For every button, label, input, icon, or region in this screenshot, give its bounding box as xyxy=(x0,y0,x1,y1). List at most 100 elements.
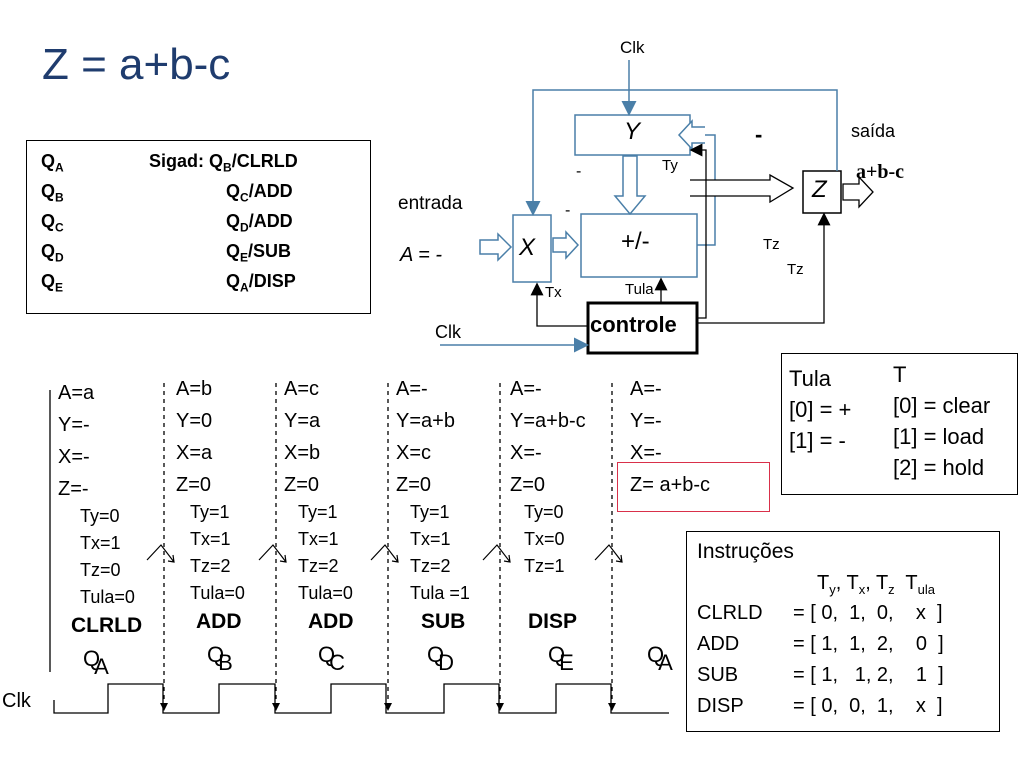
state-op: /ADD xyxy=(248,181,293,201)
state-table-row: QC xyxy=(41,211,64,235)
register-value: X=- xyxy=(510,442,542,464)
t-title: T xyxy=(893,362,907,387)
control-value: Ty=0 xyxy=(524,502,564,522)
control-value: Tz=2 xyxy=(298,556,339,576)
state-table-row: QA xyxy=(41,151,64,175)
instructions-table: Instruções Ty, Tx, Tz Tula CLRLD= [ 0, 1… xyxy=(686,531,1000,732)
state-name: Q xyxy=(41,211,56,231)
next-state-sub: E xyxy=(240,250,249,265)
separator-arrowhead xyxy=(496,703,504,711)
instruction-name: DISP xyxy=(697,695,744,717)
state-sub: B xyxy=(55,190,64,205)
controle-label: controle xyxy=(590,312,677,337)
t-row-2: [2] = hold xyxy=(893,455,985,480)
next-state: Q xyxy=(226,271,241,291)
state-marker-q: Q xyxy=(548,642,566,667)
control-value: Ty=0 xyxy=(80,506,120,526)
state-marker: QC xyxy=(318,642,351,675)
next-state: Q xyxy=(209,151,224,171)
state-transition: QA/DISP xyxy=(226,271,296,295)
state-marker: QA xyxy=(83,646,115,679)
instruction-value: = [ 1, 1, 2, 1 ] xyxy=(793,664,944,686)
t-row-1: [1] = load xyxy=(893,424,985,449)
control-value: Tx=1 xyxy=(80,533,121,553)
tula-row-1: [1] = - xyxy=(789,428,846,453)
instructions-header: Ty, Tx, Tz Tula xyxy=(817,572,935,597)
clk-ctrl-label: Clk xyxy=(435,322,461,342)
signal-prefix: Sigad: xyxy=(149,151,210,171)
state-transition: Sigad: QB/CLRLD xyxy=(149,151,298,175)
register-value: A=a xyxy=(58,382,95,404)
state-name: Q xyxy=(41,241,56,261)
tz1-label: Tz xyxy=(763,236,780,253)
state-transition: QE/SUB xyxy=(226,241,291,265)
next-state-sub: A xyxy=(240,280,249,295)
state-marker-q: Q xyxy=(207,642,225,667)
state-marker-q: Q xyxy=(427,642,445,667)
alu-box xyxy=(580,213,698,278)
timeline-clk-label: Clk xyxy=(2,690,31,712)
separator-arrowhead xyxy=(272,703,280,711)
control-value: Tz=0 xyxy=(80,560,121,580)
reg-z-label: Z xyxy=(812,176,827,203)
reg-z-box xyxy=(802,170,842,214)
control-value: Ty=1 xyxy=(190,502,230,522)
instruction-label: ADD xyxy=(196,610,242,633)
register-value: Y=0 xyxy=(176,410,213,432)
tz2-label: Tz xyxy=(787,261,804,278)
control-value: Ty=1 xyxy=(410,502,450,522)
clock-edge-arrow xyxy=(146,544,175,563)
instruction-value: = [ 0, 0, 1, x ] xyxy=(793,695,943,717)
control-value: Tx=1 xyxy=(298,529,339,549)
control-value: Tz=2 xyxy=(410,556,451,576)
next-state: Q xyxy=(226,211,241,231)
instruction-name: ADD xyxy=(697,633,740,655)
next-state: Q xyxy=(226,181,241,201)
state-op: /DISP xyxy=(248,271,296,291)
state-marker: QE xyxy=(548,642,580,675)
alu-label: +/- xyxy=(621,228,650,255)
clock-edge-arrow xyxy=(258,544,287,563)
tula-title: Tula xyxy=(789,366,831,391)
register-value: Z=0 xyxy=(176,474,212,496)
separator-arrowhead xyxy=(160,703,168,711)
register-value: A=- xyxy=(396,378,428,400)
instruction-name: SUB xyxy=(697,664,739,686)
reg-x-label: X xyxy=(519,234,536,261)
state-marker: QA xyxy=(647,642,679,675)
register-value: X=- xyxy=(630,442,662,464)
reg-y-label: Y xyxy=(624,118,641,145)
ty-label: Ty xyxy=(662,157,678,174)
y-dash-label: - xyxy=(576,163,582,180)
state-table-row: QE xyxy=(41,271,63,295)
tx-label: Tx xyxy=(545,284,562,301)
separator-arrowhead xyxy=(384,703,392,711)
state-table-row: QB xyxy=(41,181,64,205)
register-value: Y=- xyxy=(58,414,90,436)
instruction-value: = [ 1, 1, 2, 0 ] xyxy=(793,633,944,655)
register-value: Y=a+b-c xyxy=(510,410,586,432)
entrada-label: entrada xyxy=(398,193,463,214)
control-value: Tx=0 xyxy=(524,529,565,549)
register-value: A=- xyxy=(510,378,542,400)
saida-label: saída xyxy=(851,121,896,141)
instruction-label: SUB xyxy=(421,610,466,633)
state-marker-q: Q xyxy=(647,642,665,667)
register-value: Z=0 xyxy=(284,474,320,496)
instruction-label: ADD xyxy=(308,610,354,633)
state-marker-q: Q xyxy=(318,642,336,667)
state-marker: QB xyxy=(207,642,239,675)
next-state-sub: B xyxy=(223,160,232,175)
register-value: X=c xyxy=(396,442,432,464)
instruction-label: DISP xyxy=(528,610,578,633)
control-value: Ty=1 xyxy=(298,502,338,522)
register-value: Z=- xyxy=(58,478,89,500)
state-name: Q xyxy=(41,271,56,291)
instruction-name: CLRLD xyxy=(697,602,763,624)
t-row-0: [0] = clear xyxy=(893,393,991,418)
clock-waveform xyxy=(53,683,669,714)
register-value: Z=0 xyxy=(510,474,546,496)
controle-box xyxy=(586,301,699,355)
state-op: /ADD xyxy=(248,211,293,231)
